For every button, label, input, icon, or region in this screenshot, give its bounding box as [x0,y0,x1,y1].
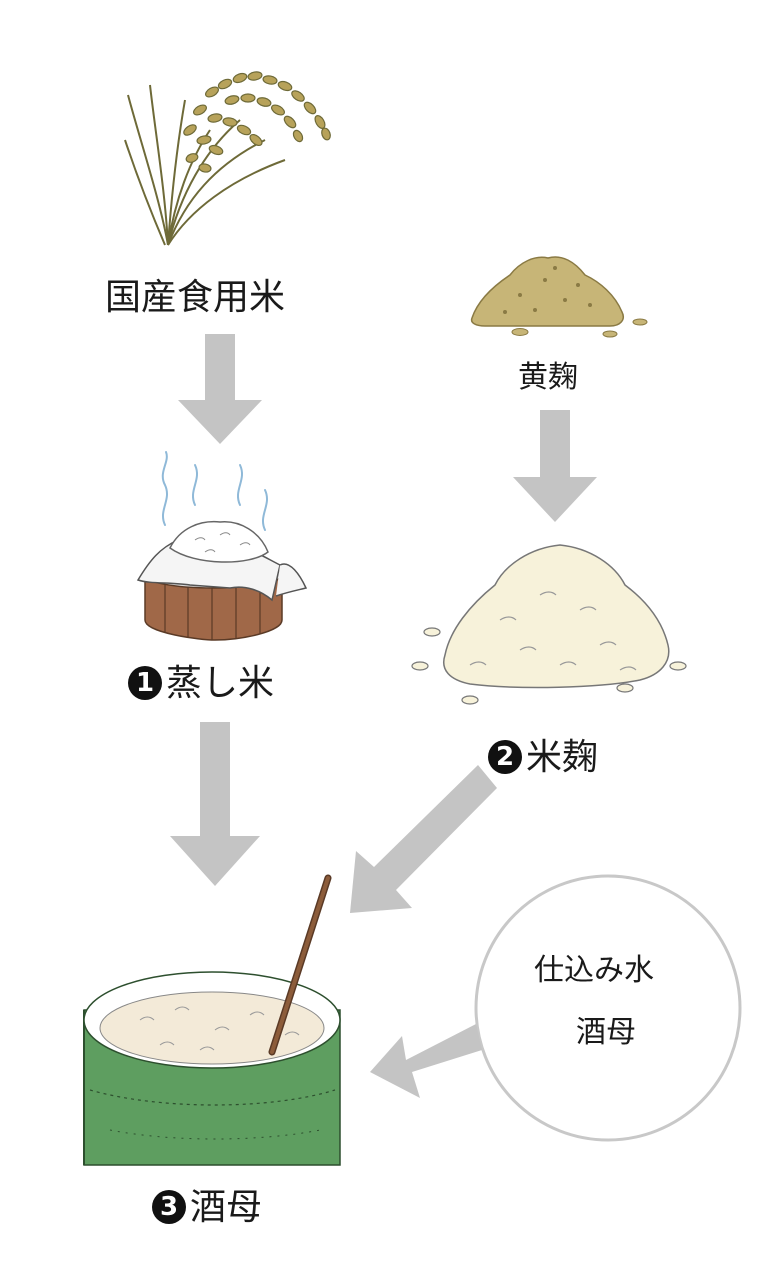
flow-arrows [170,334,597,1098]
arrow-rice-koji-to-shubo [350,765,497,913]
arrow-additions-to-shubo [370,1024,482,1098]
additions-line-1: 仕込み水 [534,953,654,988]
shubo-barrel-icon [83,874,341,1166]
step-number-3: 3 [152,1190,186,1224]
additions-line-2: 酒母 [576,1015,636,1050]
additions-circle [474,874,742,1142]
step-number-2: 2 [488,740,522,774]
step-number-1: 1 [128,666,162,700]
rice-koji-pile-icon [411,544,687,705]
rice-koji-text: 米麹 [526,737,599,778]
shubo-text: 酒母 [190,1187,263,1228]
arrow-yellow-koji-to-rice-koji [513,410,597,522]
yellow-koji-powder-icon [470,256,648,338]
rice-plant-icon [124,71,331,246]
label-rice: 国産食用米 [105,277,286,318]
steamed-rice-tub-icon [136,451,308,641]
arrow-rice-to-steamed [178,334,262,444]
steamed-rice-text: 蒸し米 [166,663,275,704]
arrow-steamed-to-shubo [170,722,260,886]
label-yellow-koji: 黄麹 [518,360,578,395]
